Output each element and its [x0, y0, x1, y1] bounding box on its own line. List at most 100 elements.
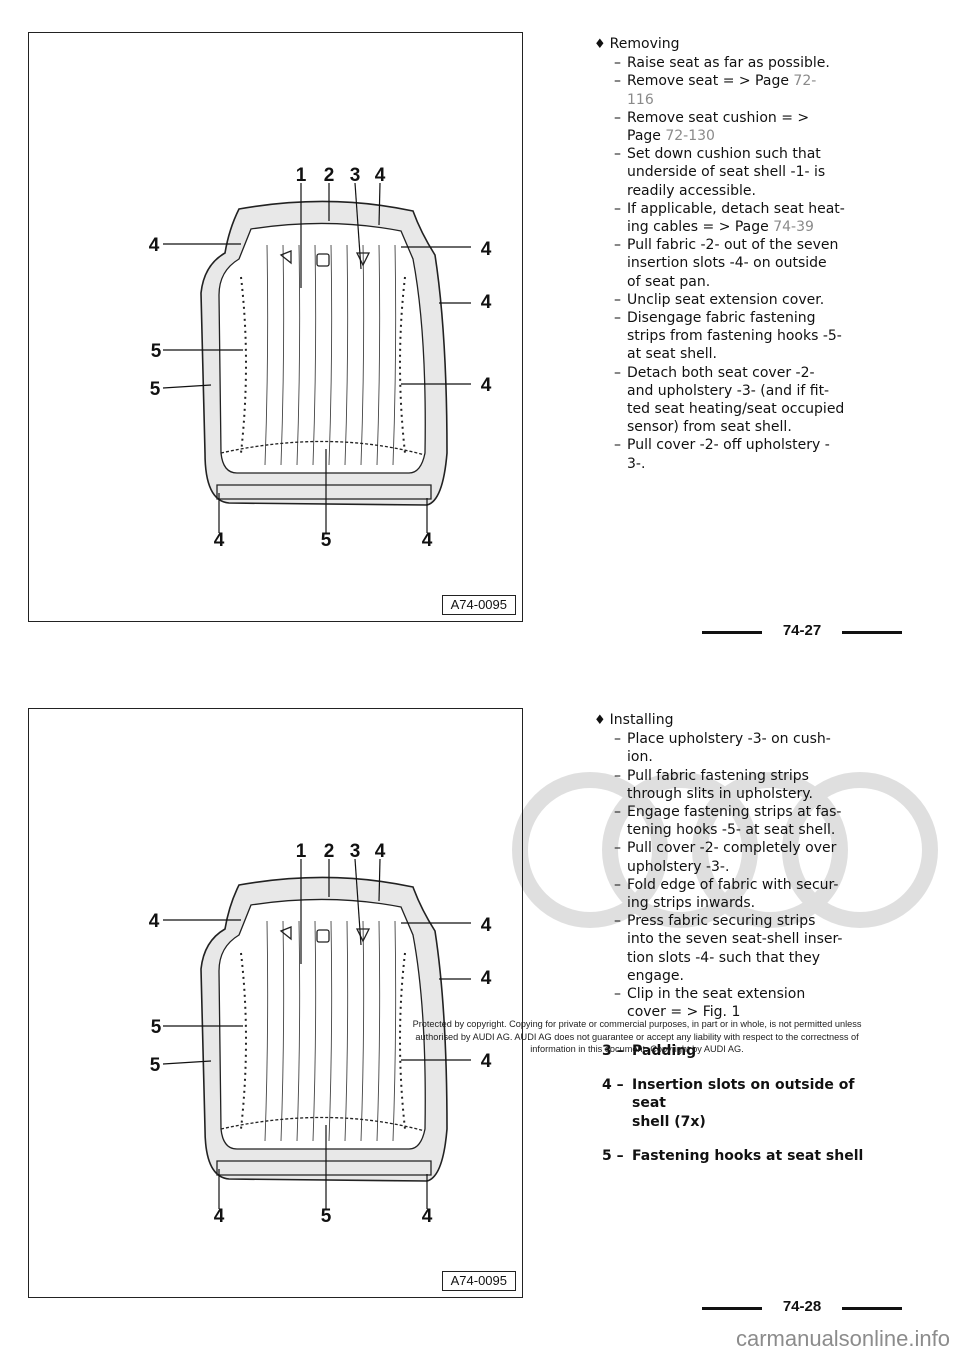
page-number-74-28: 74-28 [702, 1298, 902, 1318]
callout-label: 5 [151, 341, 162, 362]
step-text: Detach both seat cover -2-and upholstery… [627, 364, 845, 436]
page-number-rule [842, 631, 902, 634]
callout-label: 4 [422, 1206, 433, 1227]
callout-label: 4 [422, 530, 433, 551]
step-item: –Unclip seat extension cover. [594, 291, 894, 309]
step-text: Fold edge of fabric with secur-ing strip… [627, 876, 839, 912]
dash-bullet: – [614, 364, 621, 381]
dash-bullet: – [614, 437, 621, 454]
callout-label: 1 [296, 841, 307, 862]
page-number-rule [702, 631, 762, 634]
dash-bullet: – [614, 804, 621, 821]
site-watermark: carmanualsonline.info [735, 1326, 950, 1351]
callout-label: 4 [481, 1051, 492, 1072]
dash-bullet: – [614, 237, 621, 254]
installing-steps: –Place upholstery -3- on cush-ion.–Pull … [594, 730, 894, 1021]
page-number-74-27: 74-27 [702, 622, 902, 642]
page-number-rule [842, 1307, 902, 1310]
callout-label: 5 [151, 1017, 162, 1038]
dash-bullet: – [614, 55, 621, 72]
callout-label: 4 [481, 239, 492, 260]
callout-label: 4 [149, 235, 160, 256]
callout-label: 5 [150, 1055, 161, 1076]
page-reference-link[interactable]: 74-39 [773, 219, 814, 236]
dash-bullet: – [614, 986, 621, 1003]
leader-line [354, 858, 362, 946]
removing-steps: –Raise seat as far as possible.–Remove s… [594, 54, 894, 473]
step-text: Unclip seat extension cover. [627, 291, 825, 308]
step-text: If applicable, detach seat heat-ing cabl… [627, 200, 845, 236]
legend-number: 4 – [602, 1077, 624, 1094]
step-text: Raise seat as far as possible. [627, 55, 830, 72]
leader-line [378, 858, 381, 902]
callout-label: 5 [150, 379, 161, 400]
step-item: –If applicable, detach seat heat-ing cab… [594, 200, 894, 236]
figure-code: A74-0095 [441, 595, 516, 615]
removing-section: ♦Removing –Raise seat as far as possible… [594, 35, 894, 473]
callout-label: 4 [481, 292, 492, 313]
page-reference-link[interactable]: 116 [627, 91, 654, 108]
page-number-rule [702, 1307, 762, 1310]
legend-number: 5 – [602, 1147, 624, 1164]
step-item: –Place upholstery -3- on cush-ion. [594, 730, 894, 766]
page-reference-link[interactable]: 72-130 [665, 128, 715, 145]
step-item: –Engage fastening strips at fas-tening h… [594, 803, 894, 839]
leader-line [162, 1060, 212, 1065]
legend: 3 – Padding 4 – Insertion slots on outside … [602, 1042, 892, 1181]
callout-label: 5 [321, 530, 332, 551]
leader-line [162, 384, 212, 389]
step-item: –Raise seat as far as possible. [594, 54, 894, 72]
callout-label: 4 [214, 530, 225, 551]
dash-bullet: – [614, 767, 621, 784]
callout-label: 3 [350, 841, 361, 862]
step-text: Remove seat = > Page [627, 73, 794, 90]
callout-label: 4 [375, 165, 386, 186]
legend-text: Fastening hooks at seat shell [632, 1147, 864, 1164]
callout-label: 4 [375, 841, 386, 862]
diamond-bullet-icon: ♦ [594, 713, 606, 728]
legend-text: Padding [632, 1043, 697, 1059]
dash-bullet: – [614, 840, 621, 857]
legend-item: 3 – Padding [602, 1042, 892, 1060]
callout-label: 4 [481, 915, 492, 936]
callout-label: 4 [149, 911, 160, 932]
callout-label: 2 [324, 841, 335, 862]
dash-bullet: – [614, 109, 621, 126]
leader-line [354, 182, 362, 270]
dash-bullet: – [614, 146, 621, 163]
dash-bullet: – [614, 200, 621, 217]
installing-section: ♦Installing –Place upholstery -3- on cus… [594, 711, 894, 1021]
copyright-notice: Protected by copyright. Copying for priv… [412, 1019, 862, 1054]
callout-label: 3 [350, 165, 361, 186]
callout-label: 4 [481, 968, 492, 989]
dash-bullet: – [614, 291, 621, 308]
step-text: Pull cover -2- off upholstery -3-. [627, 437, 830, 472]
callout-label: 2 [324, 165, 335, 186]
callout-label: 1 [296, 165, 307, 186]
step-item: –Fold edge of fabric with secur-ing stri… [594, 876, 894, 912]
step-item: –Pull cover -2- off upholstery -3-. [594, 436, 894, 472]
dash-bullet: – [614, 876, 621, 893]
callout-label: 5 [321, 1206, 332, 1227]
page-reference-link[interactable]: 72- [793, 73, 817, 90]
step-item: –Remove seat = > Page 72-116 [594, 72, 894, 108]
legend-number: 3 – [602, 1043, 624, 1059]
dash-bullet: – [614, 913, 621, 930]
